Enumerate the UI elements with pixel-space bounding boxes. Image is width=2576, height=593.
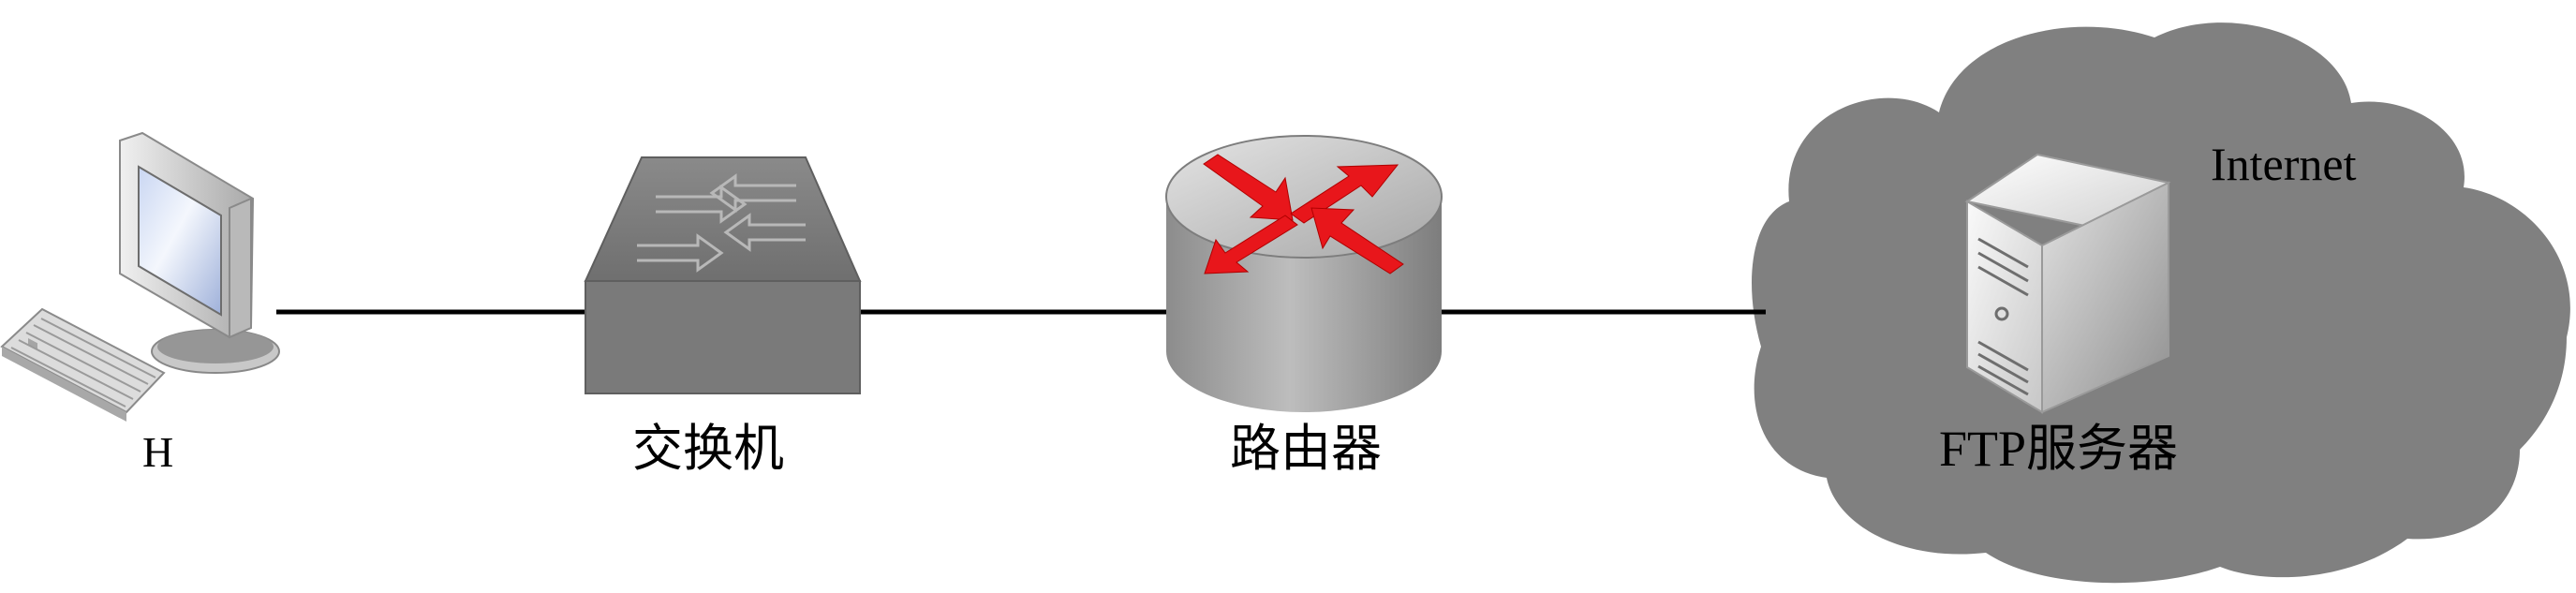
network-switch-icon	[584, 156, 862, 394]
desktop-computer-icon	[0, 131, 280, 422]
switch-label: 交换机	[632, 419, 784, 478]
internet-label: Internet	[2211, 138, 2357, 190]
router-label: 路由器	[1230, 419, 1382, 478]
server-tower-icon	[1964, 153, 2171, 414]
host-label: H	[142, 428, 174, 476]
server-label: FTP服务器	[1939, 421, 2179, 477]
router-icon	[1165, 135, 1443, 412]
